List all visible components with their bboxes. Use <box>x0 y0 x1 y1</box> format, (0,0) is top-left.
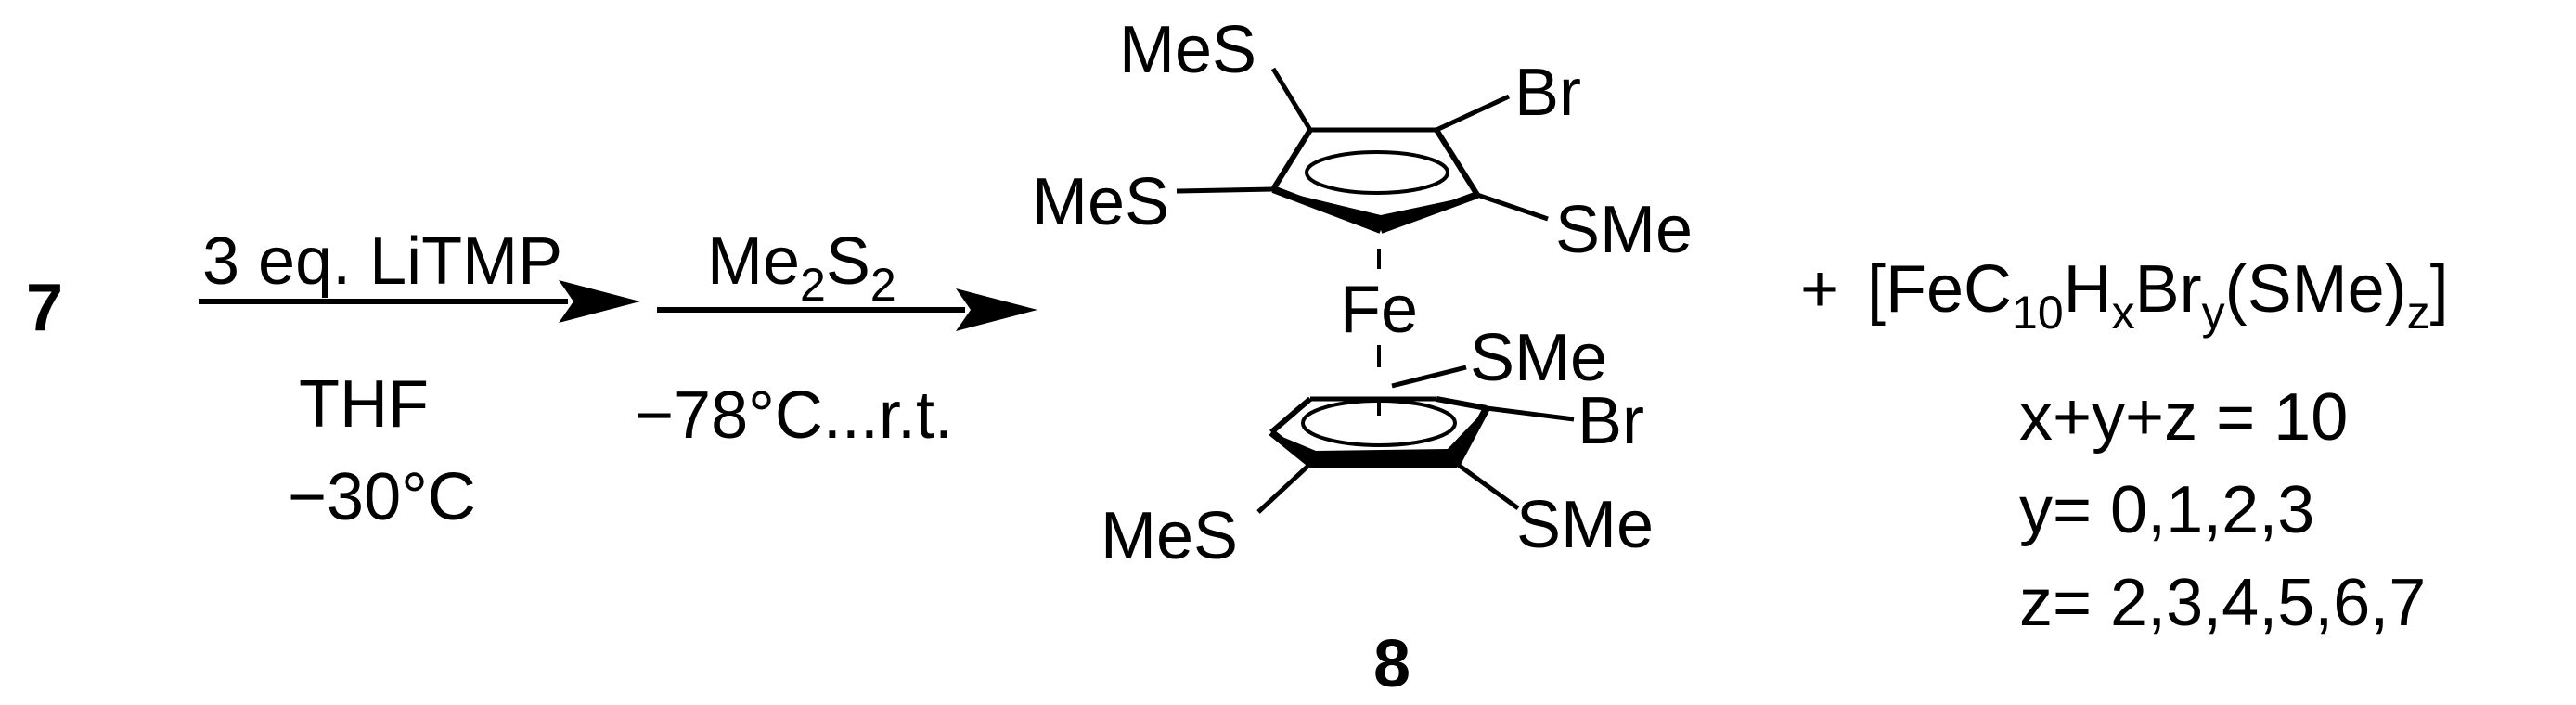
upper-mes-top: MeS <box>1119 13 1256 87</box>
iron-atom: Fe <box>1340 273 1418 347</box>
step1-solvent: THF <box>299 367 429 442</box>
step1-reagent: 3 eq. LiTMP <box>202 224 562 299</box>
lower-sme-right: SMe <box>1516 488 1654 562</box>
formula-part: (SMe) <box>2225 252 2407 327</box>
step1-temperature: −30°C <box>288 460 476 534</box>
constraint-xyz: x+y+z = 10 <box>2019 380 2348 455</box>
formula-part: H <box>2064 252 2112 327</box>
constraint-y: y= 0,1,2,3 <box>2019 473 2314 547</box>
upper-cp-ring <box>1176 67 1549 234</box>
step2-reagent: Me2S2 <box>707 224 896 311</box>
reactant-label: 7 <box>26 271 63 345</box>
upper-br: Br <box>1514 56 1581 130</box>
formula-part: Br <box>2135 252 2202 327</box>
step2-conditions: −78°C...r.t. <box>635 378 953 453</box>
formula-part: y <box>2202 287 2225 339</box>
constraint-z: z= 2,3,4,5,6,7 <box>2019 566 2426 640</box>
step1-arrow <box>199 280 640 323</box>
byproduct-plus: + <box>1800 252 1839 327</box>
byproduct-formula: [FeC10HxBry(SMe)z] <box>1867 252 2449 339</box>
formula-part: 10 <box>2012 287 2064 339</box>
upper-sme-right: SMe <box>1555 193 1693 267</box>
formula-part: x <box>2112 287 2135 339</box>
lower-sme-top: SMe <box>1470 321 1607 395</box>
lower-cp-ring <box>1256 365 1575 514</box>
ferrocene-structure: MeS Br MeS SMe Fe SMe Br MeS SMe <box>1032 13 1693 573</box>
formula-part: z <box>2407 287 2430 339</box>
product-label: 8 <box>1373 627 1410 701</box>
formula-part: [FeC <box>1867 252 2012 327</box>
lower-mes-left: MeS <box>1101 499 1238 573</box>
lower-br: Br <box>1578 384 1644 458</box>
upper-mes-left: MeS <box>1032 165 1169 239</box>
formula-part: ] <box>2430 252 2449 327</box>
step2-arrow <box>657 288 1037 331</box>
